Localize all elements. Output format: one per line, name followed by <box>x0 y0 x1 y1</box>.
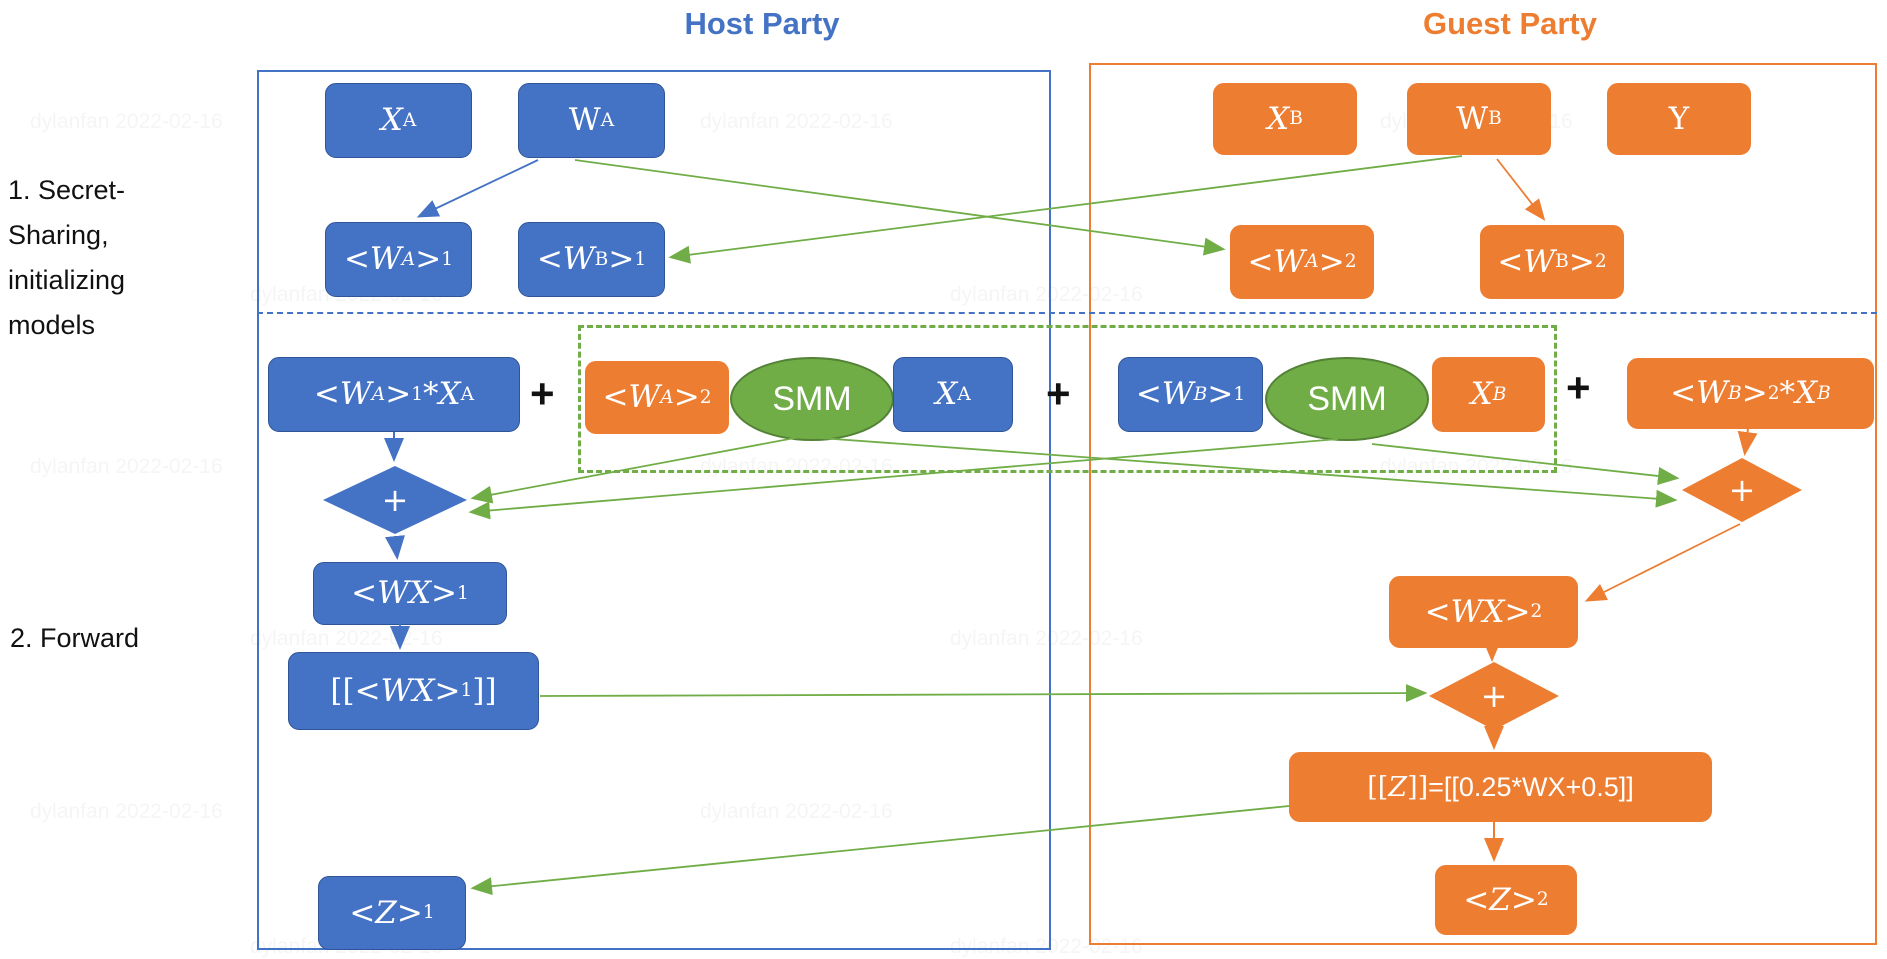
node-encrypted-wx-share1: [[< WX >1]] <box>288 652 539 730</box>
node-wx-share2: < WX >2 <box>1389 576 1578 648</box>
node-wx-share1: < WX >1 <box>313 562 507 625</box>
plus-glyph: + <box>381 481 409 519</box>
host-party-title: Host Party <box>684 6 840 41</box>
step2-label: 2. Forward <box>10 623 140 653</box>
smm-ellipse-2: SMM <box>1265 357 1429 441</box>
plus-glyph: + <box>1480 677 1508 715</box>
guest-party-title: Guest Party <box>1422 6 1597 41</box>
watermark: dylanfan 2022-02-16 <box>30 800 223 823</box>
watermark: dylanfan 2022-02-16 <box>30 110 223 133</box>
smm-ellipse-1: SMM <box>730 357 894 441</box>
node-z-share1: < Z >1 <box>318 876 466 950</box>
node-z-share2: < Z >2 <box>1435 865 1577 935</box>
plus-operator-1: + <box>530 370 555 417</box>
plus-operator-3: + <box>1566 364 1591 411</box>
plus-glyph: + <box>1728 471 1756 509</box>
node-y: Y <box>1607 83 1751 155</box>
plus-operator-2: + <box>1046 370 1071 417</box>
step1-label: 1. Secret- Sharing, initializing models <box>8 175 126 340</box>
phase-divider-dashed-line <box>257 312 1877 314</box>
watermark: dylanfan 2022-02-16 <box>30 455 223 478</box>
node-encrypted-z-formula: [[Z]]=[[0.25*WX+0.5]] <box>1289 752 1712 822</box>
